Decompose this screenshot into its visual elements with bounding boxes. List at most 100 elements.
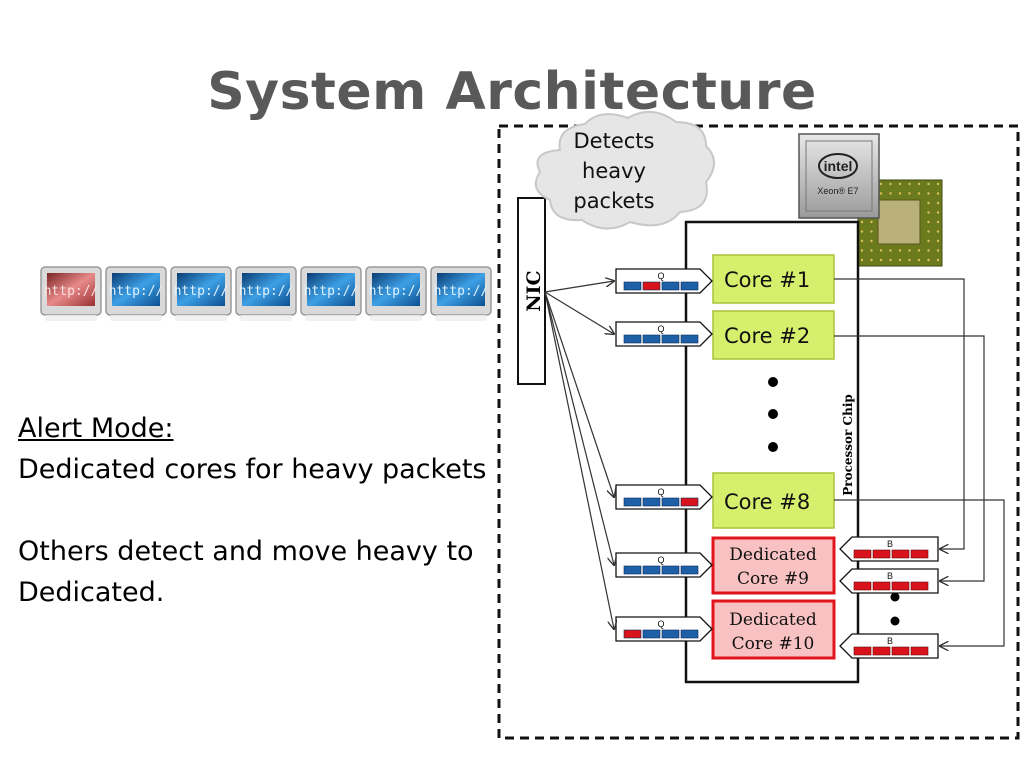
nic-label: NIC [523, 270, 545, 311]
nic-to-queue-arrow [544, 281, 614, 293]
nic-to-queue-arrow [544, 291, 614, 565]
buffer-cell [853, 581, 872, 591]
queue-cell [623, 629, 642, 639]
heavy-packet-icon: http:// [40, 266, 102, 321]
queue-label: Q [657, 555, 664, 565]
buffer-cell [910, 581, 929, 591]
queue-cell [642, 281, 661, 291]
queue-cell [642, 497, 661, 507]
dedicated-label-2: Core #10 [732, 634, 815, 654]
queue-label: Q [657, 271, 664, 281]
system-boundary [497, 124, 1020, 740]
queue-cell [642, 629, 661, 639]
core-label: Core #8 [724, 490, 810, 514]
core-1: Core #1 [712, 254, 835, 304]
core-8: Core #8 [712, 472, 835, 529]
callout-line-3: packets [573, 189, 654, 213]
buffer-cell [891, 549, 910, 559]
dedicated-label-1: Dedicated [729, 610, 817, 630]
buffer-cell [910, 646, 929, 656]
buffer-cell [872, 549, 891, 559]
queue-cell [680, 565, 699, 575]
packet-icon: http:// [430, 266, 492, 321]
processor-chip-label: Processor Chip [841, 394, 855, 496]
packet-icon: http:// [300, 266, 362, 321]
core-label: Core #2 [724, 324, 810, 348]
queue-cell [680, 334, 699, 344]
packet-label: http:// [109, 284, 164, 299]
core-to-buffer-arrow [834, 278, 965, 549]
buffer-label: B [887, 571, 893, 581]
queue-cell [623, 497, 642, 507]
core-to-buffer-arrow [834, 499, 1005, 646]
ellipsis-dot [768, 409, 778, 419]
ellipsis-dot [890, 616, 900, 626]
dedicated-label-1: Dedicated [729, 545, 817, 565]
packet-label: http:// [369, 284, 424, 299]
queue-3: Q [615, 484, 713, 510]
queue-label: Q [657, 619, 664, 629]
queue-cell [661, 281, 680, 291]
queue-cell [661, 629, 680, 639]
buffer-label: B [887, 539, 893, 549]
nic-to-queue-arrow [544, 291, 614, 334]
buffer-cell [891, 646, 910, 656]
core-label: Core #1 [724, 268, 810, 292]
nic-to-queue-arrow [544, 291, 614, 629]
buffer-cell [872, 646, 891, 656]
callout-line-1: Detects [574, 129, 655, 153]
alert-line-1: Dedicated cores for heavy packets [18, 454, 487, 485]
ellipsis-dot [768, 442, 778, 452]
packet-icon: http:// [170, 266, 232, 321]
queue-1: Q [615, 268, 713, 294]
queue-5: Q [615, 616, 713, 642]
buffer-3: B [839, 633, 939, 659]
queue-label: Q [657, 487, 664, 497]
buffer-cell [853, 549, 872, 559]
queue-cell [623, 565, 642, 575]
queue-4: Q [615, 552, 713, 578]
queue-cell [623, 334, 642, 344]
queue-cell [661, 565, 680, 575]
intel-logo-text: intel [824, 158, 853, 174]
queue-cell [661, 497, 680, 507]
alert-line-2: Others detect and move heavy to [18, 536, 474, 567]
nic-box [517, 197, 546, 385]
buffer-2: B [839, 568, 939, 594]
dedicated-label-2: Core #9 [737, 569, 809, 589]
ellipsis-dot [768, 377, 778, 387]
buffer-1: B [839, 536, 939, 562]
core-to-buffer-arrow [834, 335, 985, 581]
buffer-cell [891, 581, 910, 591]
queue-cell [623, 281, 642, 291]
alert-line-3: Dedicated. [18, 577, 165, 608]
packet-label: http:// [434, 284, 489, 299]
slide-title: System Architecture [207, 62, 817, 122]
queue-cell [680, 497, 699, 507]
nic-to-queue-arrow [544, 291, 614, 497]
callout-line-2: heavy [582, 159, 646, 183]
buffer-cell [910, 549, 929, 559]
queue-2: Q [615, 321, 713, 347]
queue-label: Q [657, 324, 664, 334]
packet-icon: http:// [105, 266, 167, 321]
packet-label: http:// [44, 284, 99, 299]
packet-label: http:// [174, 284, 229, 299]
intel-model-text: Xeon® E7 [817, 186, 858, 196]
queue-cell [661, 334, 680, 344]
alert-heading: Alert Mode: [18, 413, 174, 444]
queue-cell [680, 281, 699, 291]
packet-label: http:// [304, 284, 359, 299]
ellipsis-dot [890, 592, 900, 602]
alert-text: Alert Mode: Dedicated cores for heavy pa… [18, 408, 486, 613]
queue-cell [642, 334, 661, 344]
intel-cpu-icon: intel Xeon® E7 [798, 133, 943, 267]
packet-label: http:// [239, 284, 294, 299]
dedicated-core-10: Dedicated Core #10 [711, 599, 836, 660]
buffer-label: B [887, 636, 893, 646]
packet-icon: http:// [365, 266, 427, 321]
queue-cell [642, 565, 661, 575]
packet-stream: http:// http:// http:// http:// http:// http:… [40, 266, 492, 321]
buffer-cell [853, 646, 872, 656]
